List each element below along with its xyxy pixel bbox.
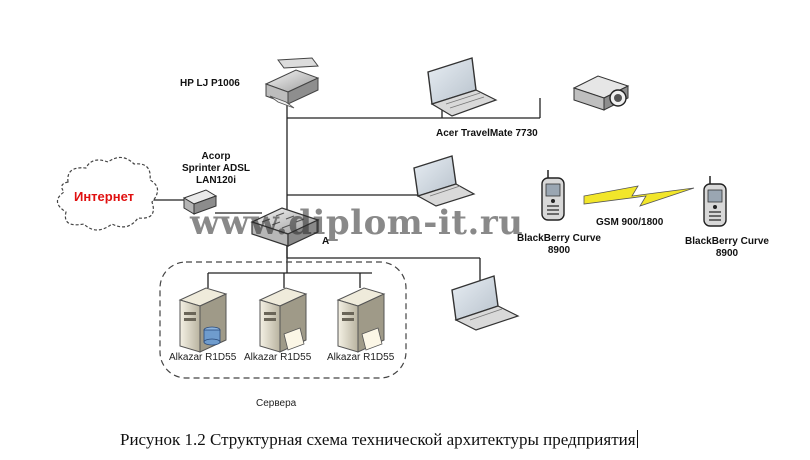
modem-label-line-2: Sprinter ADSL bbox=[182, 163, 250, 174]
modem-label: Acorp Sprinter ADSL LAN120i bbox=[166, 151, 266, 187]
phone-right-label-line-2: 8900 bbox=[715, 248, 739, 259]
phone-left-icon bbox=[541, 170, 565, 221]
server-1-label: Alkazar R1D55 bbox=[169, 352, 237, 363]
modem-icon bbox=[182, 189, 218, 215]
phone-left-label-line-1: BlackBerry Curve bbox=[517, 233, 601, 244]
laptop-top-icon bbox=[427, 57, 498, 117]
phone-right-label: BlackBerry Curve 8900 bbox=[672, 236, 782, 260]
laptop-top-label: Acer TravelMate 7730 bbox=[436, 128, 538, 139]
server-2-label: Alkazar R1D55 bbox=[244, 352, 312, 363]
gsm-label: GSM 900/1800 bbox=[596, 217, 664, 228]
internet-label: Интернет bbox=[73, 189, 134, 204]
switch-label: A bbox=[322, 236, 330, 247]
servers-group-border bbox=[159, 261, 407, 379]
figure-caption: Рисунок 1.2 Структурная схема техническо… bbox=[120, 430, 639, 450]
figure-caption-text: Рисунок 1.2 Структурная схема техническо… bbox=[120, 430, 636, 449]
switch-icon bbox=[250, 207, 320, 247]
printer-label: HP LJ P1006 bbox=[180, 78, 240, 89]
servers-group-label: Сервера bbox=[256, 398, 297, 409]
server-2-icon bbox=[258, 287, 308, 353]
server-3-icon bbox=[336, 287, 386, 353]
text-cursor bbox=[636, 430, 639, 448]
gsm-link-bolt-icon bbox=[583, 185, 695, 207]
server-1-icon bbox=[178, 287, 228, 353]
phone-right-icon bbox=[703, 176, 727, 227]
modem-label-line-1: Acorp bbox=[201, 151, 231, 162]
laptop-bottom-icon bbox=[451, 275, 520, 331]
phone-left-label-line-2: 8900 bbox=[547, 245, 571, 256]
modem-label-line-3: LAN120i bbox=[195, 175, 236, 186]
phone-left-label: BlackBerry Curve 8900 bbox=[509, 233, 609, 257]
internet-cloud-icon bbox=[56, 156, 159, 231]
phone-right-label-line-1: BlackBerry Curve bbox=[685, 236, 769, 247]
watermark: www.diplom-it.ru bbox=[190, 203, 524, 243]
laptop-middle-icon bbox=[413, 155, 476, 207]
server-3-label: Alkazar R1D55 bbox=[327, 352, 395, 363]
printer-icon bbox=[264, 57, 320, 109]
projector-icon bbox=[572, 75, 630, 111]
